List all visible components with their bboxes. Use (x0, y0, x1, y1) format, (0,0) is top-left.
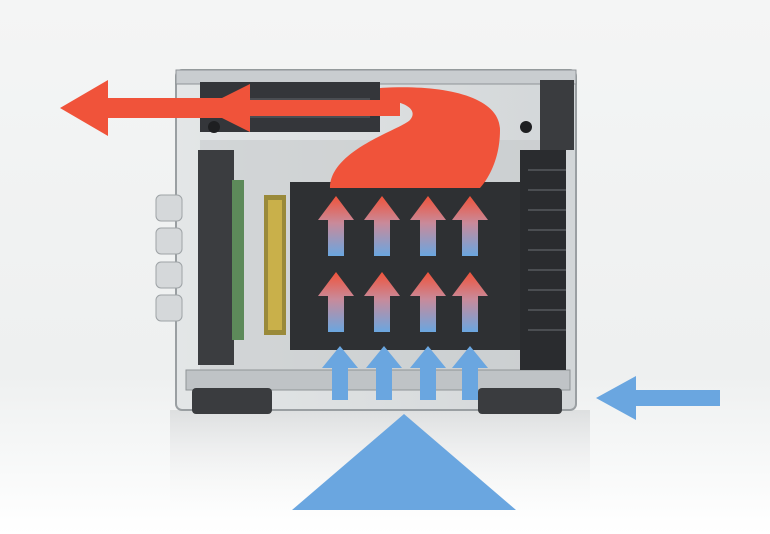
gpu-heatsink (290, 182, 530, 350)
exhaust-arrows (60, 80, 400, 136)
case (155, 69, 577, 414)
left-frame (198, 150, 234, 365)
hot-air-swirl (330, 87, 500, 188)
gpu-shroud-edge (520, 150, 566, 370)
heatsink-fins (528, 169, 566, 331)
floor-intake-arrow (292, 414, 516, 510)
right-frame (540, 80, 574, 150)
cool-intake-arrows (322, 346, 488, 400)
side-intake-arrow (596, 376, 720, 420)
screw (520, 121, 532, 133)
case-foot-left (192, 388, 272, 414)
pcie-contacts (268, 200, 282, 330)
heated-air-arrows (318, 196, 488, 332)
screw (208, 121, 220, 133)
case-foot-right (478, 388, 562, 414)
motherboard (232, 180, 244, 340)
io-ports (155, 194, 183, 322)
case-top-rail (175, 69, 577, 85)
